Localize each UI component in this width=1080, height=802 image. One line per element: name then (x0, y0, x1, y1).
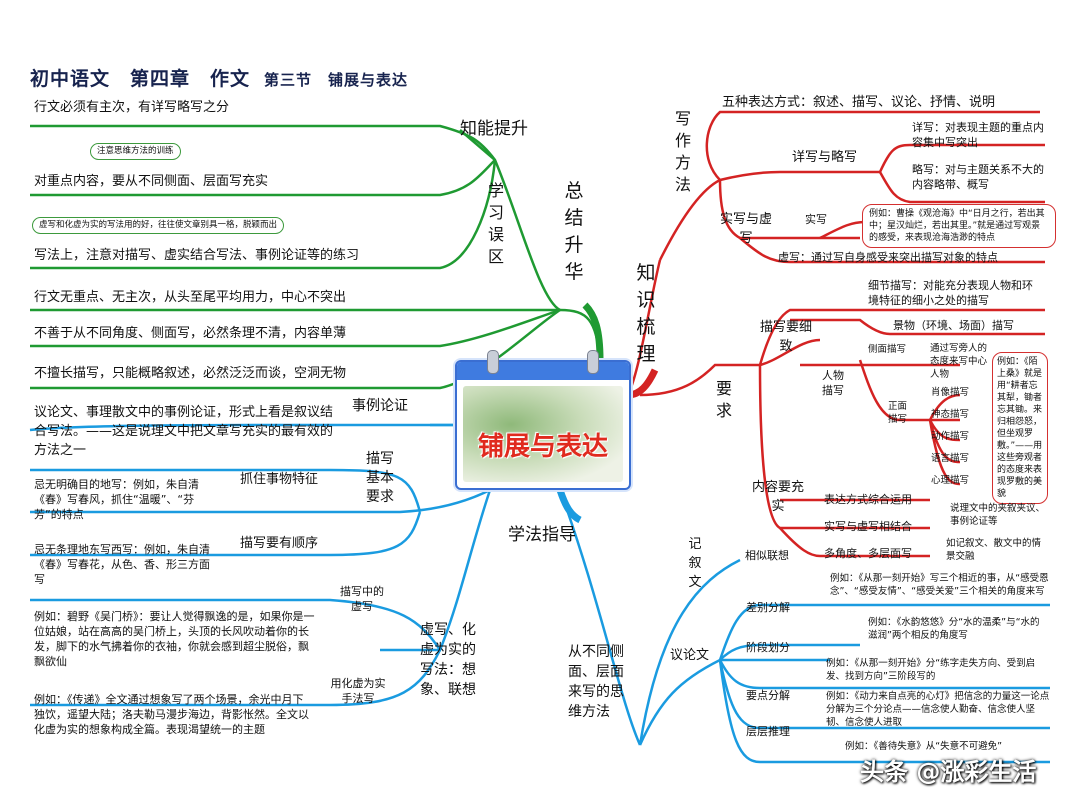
shi-example: 例如：曹操《观沧海》中“日月之行，若出其中；星汉灿烂，若出其里。”就是通过写观景… (862, 204, 1056, 248)
skill-item: 写法上，注意对描写、虚实结合写法、事例论证等的练习 (34, 248, 360, 263)
front-item: 心理描写 (931, 475, 970, 486)
full-virtual: 实写与虚写相结合 (824, 520, 912, 533)
chapter-title: 初中语文 第四章 作文 (30, 68, 251, 90)
arg-example: 例如：《从那一刻开始》分“练字走失方向、受到启发、找到方向”三阶段写的 (826, 658, 1036, 682)
mistake-item: 不善于从不同角度、侧面写，必然条理不清，内容单薄 (34, 326, 347, 341)
skill-item: 行文必须有主次，有详写略写之分 (34, 100, 230, 115)
skill-note: 虚写和化虚为实的写法用的好，往往使文章别具一格，脱颖而出 (32, 217, 285, 234)
front-item: 神态描写 (931, 409, 970, 420)
side-desc: 侧面描写 (868, 344, 907, 355)
feature-text: 忌无明确目的地写：例如，朱自清《春》写春风，抓住“温暖”、“芬芳”的特点 (34, 478, 199, 521)
blue-trunk (556, 488, 582, 524)
virtual-node: 虚写、化虚为实的写法：想象、联想 (420, 622, 476, 698)
front-item: 语言描写 (931, 453, 970, 464)
summary-node: 总结升华 (564, 180, 584, 283)
feature-node: 抓住事物特征 (240, 472, 319, 487)
arg-example: 例如：《动力来自点亮的心灯》把信念的力量这一论点分解为三个分论点——信念使人勤奋… (826, 691, 1050, 728)
person-example: 例如：《陌上桑》就是用“耕者忘其犁，锄者忘其锄。来归相怨怒，但坐观罗敷。”——用… (992, 352, 1048, 504)
hua-node: 用化虚为实手法写 (330, 677, 386, 705)
order-node: 描写要有顺序 (240, 536, 319, 551)
detail-node: 详写与略写 (792, 150, 858, 165)
front-item: 动作描写 (931, 431, 970, 442)
xu-desc-node: 描写中的虚写 (340, 585, 384, 613)
green-link-skill3 (30, 159, 497, 270)
arg-method: 差别分解 (746, 601, 790, 614)
calendar-header (457, 362, 629, 380)
knowledge-node: 知识梳理 (636, 262, 656, 365)
calendar-ring-icon (487, 350, 499, 374)
skill-note: 注意思维方法的训练 (90, 143, 181, 160)
full-combo: 表达方式综合运用 (824, 493, 912, 506)
full-node: 内容要充实 (752, 480, 805, 514)
full-angles: 多角度、多层面写 (824, 547, 912, 560)
arg-example: 例如：《善待失意》从“失意不可避免” (845, 741, 1003, 752)
mistake-item: 行文无重点、无主次，从头至尾平均用力，中心不突出 (34, 290, 347, 305)
requirements-node: 要求 (715, 379, 732, 420)
five-expression-modes: 五种表达方式：叙述、描写、议论、抒情、说明 (722, 95, 996, 110)
center-node: 铺展与表达 (455, 350, 631, 490)
narr-node: 记叙文 (688, 537, 702, 590)
section-title: 第三节 铺展与表达 (264, 71, 409, 89)
desc-node: 描写要细致 (760, 320, 813, 354)
front-desc: 正面描写 (888, 401, 908, 425)
xu-desc-text: 例如：碧野《吴门桥》：要让人觉得飘逸的是，如果你是一位姑娘，站在高高的吴门桥上，… (34, 610, 315, 668)
full-angles-note: 如记叙文、散文中的情景交融 (946, 538, 1042, 562)
full-virtual-note: 说理文中的夹叙夹议、事例论证等 (950, 503, 1046, 527)
watermark: 头条 @涨彩生活 (860, 758, 1037, 786)
arg-node: 议论文 (670, 648, 710, 663)
methods-node: 写作方法 (674, 109, 691, 194)
front-item: 肖像描写 (931, 387, 970, 398)
arg-method: 层层推理 (746, 725, 790, 738)
basic-node: 描写基本要求 (366, 451, 394, 505)
green-link-skill1 (30, 124, 496, 161)
shixu-node: 实写与虚写 (720, 212, 773, 246)
case-node: 事例论证 (352, 398, 408, 414)
calendar-ring-icon (587, 350, 599, 374)
scene-desc: 景物（环境、场面）描写 (893, 319, 1014, 332)
mistakes-node: 学习误区 (487, 181, 504, 266)
center-title: 铺展与表达 (477, 432, 608, 462)
xu-node: 虚写：通过写自身感受来突出描写对象的特点 (778, 251, 998, 264)
detail-lue: 略写：对与主题关系不大的内容略带、概写 (912, 163, 1044, 191)
lotus-painting (463, 386, 623, 482)
green-link-skill2 (30, 159, 496, 197)
green-trunk (582, 302, 604, 361)
hua-text: 例如：《传递》全文通过想象写了两个场景，余光中月下独饮，遥望大陆；洛夫勒马漫步海… (34, 693, 309, 736)
angles-node: 从不同侧面、层面来写的思维方法 (568, 644, 624, 720)
green-link-mistake2 (30, 308, 561, 348)
person-desc-node: 人物描写 (822, 369, 844, 397)
arg-example: 例如：《从那一刻开始》写三个相近的事，从“感受恩念”、“感受友情”、“感受关爱”… (830, 573, 1049, 597)
arg-method: 要点分解 (746, 689, 790, 702)
mistake-item: 不擅长描写，只能概略叙述，必然泛泛而谈，空洞无物 (34, 366, 347, 381)
page-title: 初中语文 第四章 作文第三节 铺展与表达 (30, 64, 408, 91)
assoc-node: 相似联想 (745, 549, 789, 562)
skill-node: 知能提升 (460, 119, 528, 139)
red-branch (626, 110, 1045, 558)
arg-method: 阶段划分 (746, 641, 790, 654)
blue-branch (29, 423, 1050, 764)
order-text: 忌无条理地东写西写：例如，朱自清《春》写春花，从色、香、形三方面写 (34, 543, 210, 586)
detail-xiang: 详写：对表现主题的重点内容集中写突出 (912, 121, 1044, 149)
shi-node: 实写 (805, 213, 827, 226)
detail-desc: 细节描写：对能充分表现人物和环境特征的细小之处的描写 (868, 279, 1033, 307)
case-text: 议论文、事理散文中的事例论证，形式上看是叙议结合写法。——这是说理文中把文章写充… (34, 405, 334, 458)
skill-item: 对重点内容，要从不同侧面、层面写充实 (34, 174, 269, 189)
side-note: 通过写旁人的态度来写中心人物 (930, 343, 988, 380)
arg-example: 例如：《水韵悠悠》分“水的温柔”与“水的滋润”两个相反的角度写 (868, 617, 1040, 641)
guide-node: 学法指导 (508, 525, 576, 545)
